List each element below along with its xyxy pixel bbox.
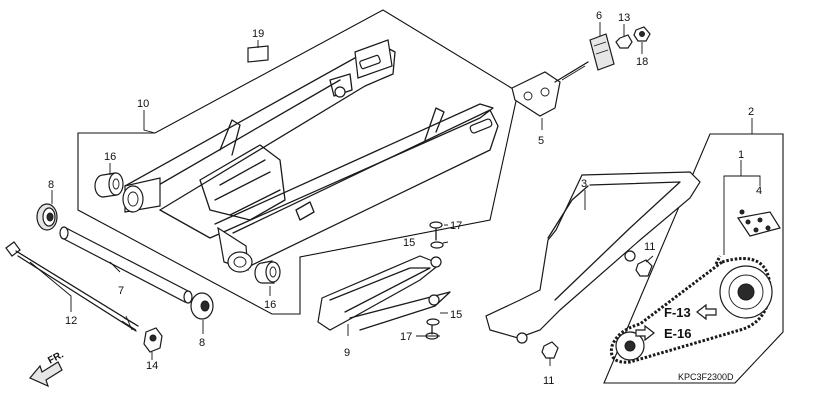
callout-11-lower: 11 <box>543 375 554 387</box>
slider-collar-lower <box>426 318 440 326</box>
master-link <box>736 209 781 237</box>
chain-slider <box>317 255 451 331</box>
callout-17-lower: 17 <box>400 331 412 343</box>
chain-adjuster <box>511 61 589 117</box>
adjuster-plate <box>589 33 615 71</box>
callout-3: 3 <box>581 178 587 190</box>
callout-18: 18 <box>636 56 648 68</box>
front-sprocket <box>615 331 645 361</box>
slider-bolt-upper <box>429 221 443 241</box>
dust-seal-upper <box>36 203 58 231</box>
callout-5: 5 <box>538 135 544 147</box>
callout-16-lower: 16 <box>264 299 276 311</box>
dust-seal-lower <box>190 292 214 320</box>
callout-14: 14 <box>146 360 158 372</box>
reference-e16: E-16 <box>664 326 691 341</box>
callout-1: 1 <box>738 149 744 161</box>
callout-6: 6 <box>596 10 602 22</box>
front-direction-arrow <box>29 361 63 388</box>
callout-2: 2 <box>748 106 754 118</box>
case-bolt-lower <box>541 341 559 359</box>
pivot-bushing-lower <box>254 260 281 284</box>
chain-case <box>485 171 701 344</box>
callout-17-upper: 17 <box>450 220 462 232</box>
callout-10: 10 <box>137 98 149 110</box>
callout-13: 13 <box>618 12 630 24</box>
front-direction-label: FR. <box>46 349 66 366</box>
reference-f13: F-13 <box>664 305 691 320</box>
rear-sprocket <box>719 265 773 319</box>
callout-12: 12 <box>65 315 77 327</box>
reference-arrow-f13 <box>696 303 717 321</box>
slider-bolt-lower <box>425 325 439 340</box>
callout-8-upper: 8 <box>48 179 54 191</box>
adjuster-nut <box>633 26 651 42</box>
pivot-nut <box>143 327 163 353</box>
callout-15-lower: 15 <box>450 309 462 321</box>
callout-9: 9 <box>344 347 350 359</box>
callout-7: 7 <box>118 285 124 297</box>
case-bolt-upper <box>635 259 653 277</box>
caution-label <box>247 45 269 63</box>
callout-4: 4 <box>756 185 762 197</box>
diagram-code: KPC3F2300D <box>678 372 734 382</box>
callout-16-upper: 16 <box>104 151 116 163</box>
reference-arrow-e16 <box>635 324 655 342</box>
slider-collar-upper <box>430 241 444 249</box>
adjuster-lock-nut <box>615 34 633 49</box>
callout-8-lower: 8 <box>199 337 205 349</box>
swingarm <box>122 39 499 273</box>
pivot-collar <box>59 226 193 304</box>
callout-11-upper: 11 <box>644 241 655 253</box>
callout-15-upper: 15 <box>403 237 415 249</box>
swingarm-group-border <box>77 9 519 315</box>
leader-lines <box>29 22 761 366</box>
callout-19: 19 <box>252 28 264 40</box>
pivot-bushing-upper <box>94 172 124 198</box>
drive-chain <box>609 255 772 364</box>
